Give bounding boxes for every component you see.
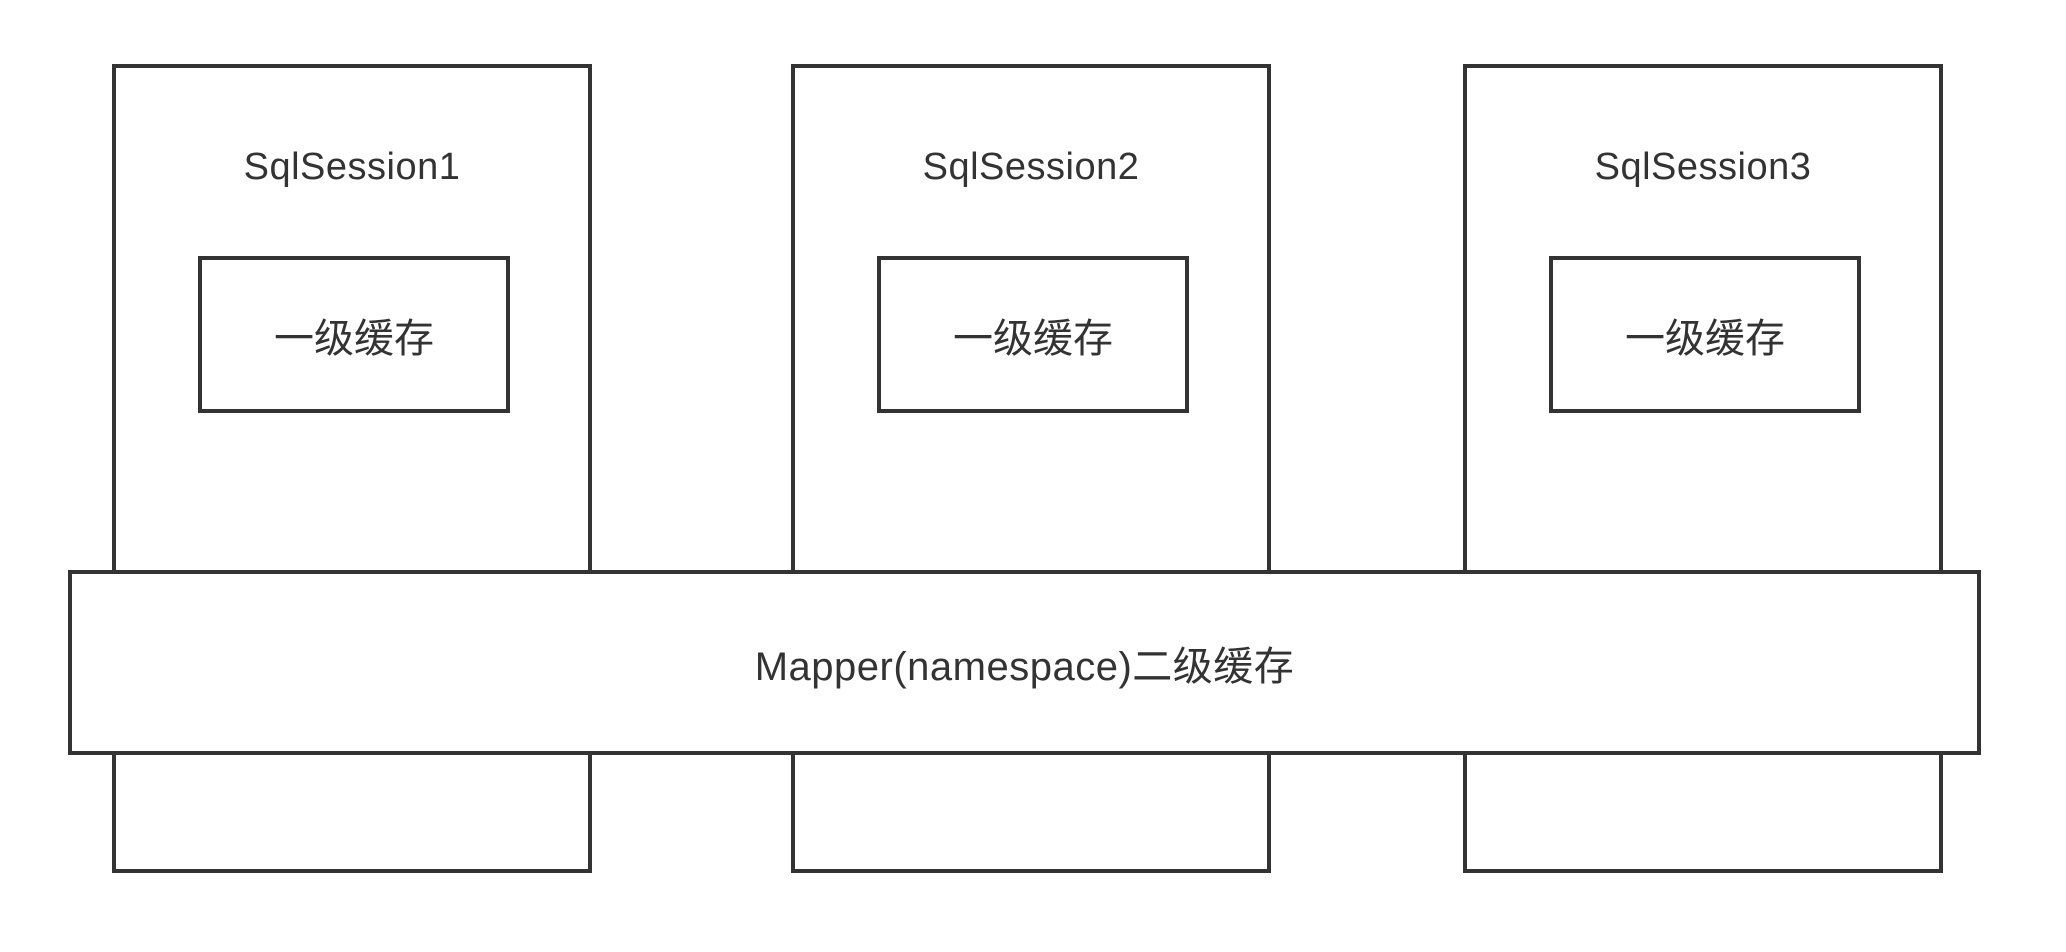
second-level-cache-bar: Mapper(namespace)二级缓存: [68, 570, 1981, 755]
sqlsession2-title: SqlSession2: [922, 146, 1140, 188]
sqlsession1-first-level-cache-label: 一级缓存: [274, 316, 434, 361]
sqlsession3-title: SqlSession3: [1594, 146, 1812, 188]
sqlsession1-title: SqlSession1: [243, 146, 461, 188]
sqlsession2-first-level-cache-box: 一级缓存: [877, 256, 1189, 413]
second-level-cache-label: Mapper(namespace)二级缓存: [754, 644, 1295, 689]
sqlsession2-box: SqlSession2 一级缓存: [791, 64, 1271, 873]
sqlsession3-first-level-cache-label: 一级缓存: [1625, 316, 1785, 361]
sqlsession3-box: SqlSession3 一级缓存: [1463, 64, 1943, 873]
sqlsession1-first-level-cache-box: 一级缓存: [198, 256, 510, 413]
sqlsession3-first-level-cache-box: 一级缓存: [1549, 256, 1861, 413]
sqlsession2-first-level-cache-label: 一级缓存: [953, 316, 1113, 361]
sqlsession1-box: SqlSession1 一级缓存: [112, 64, 592, 873]
